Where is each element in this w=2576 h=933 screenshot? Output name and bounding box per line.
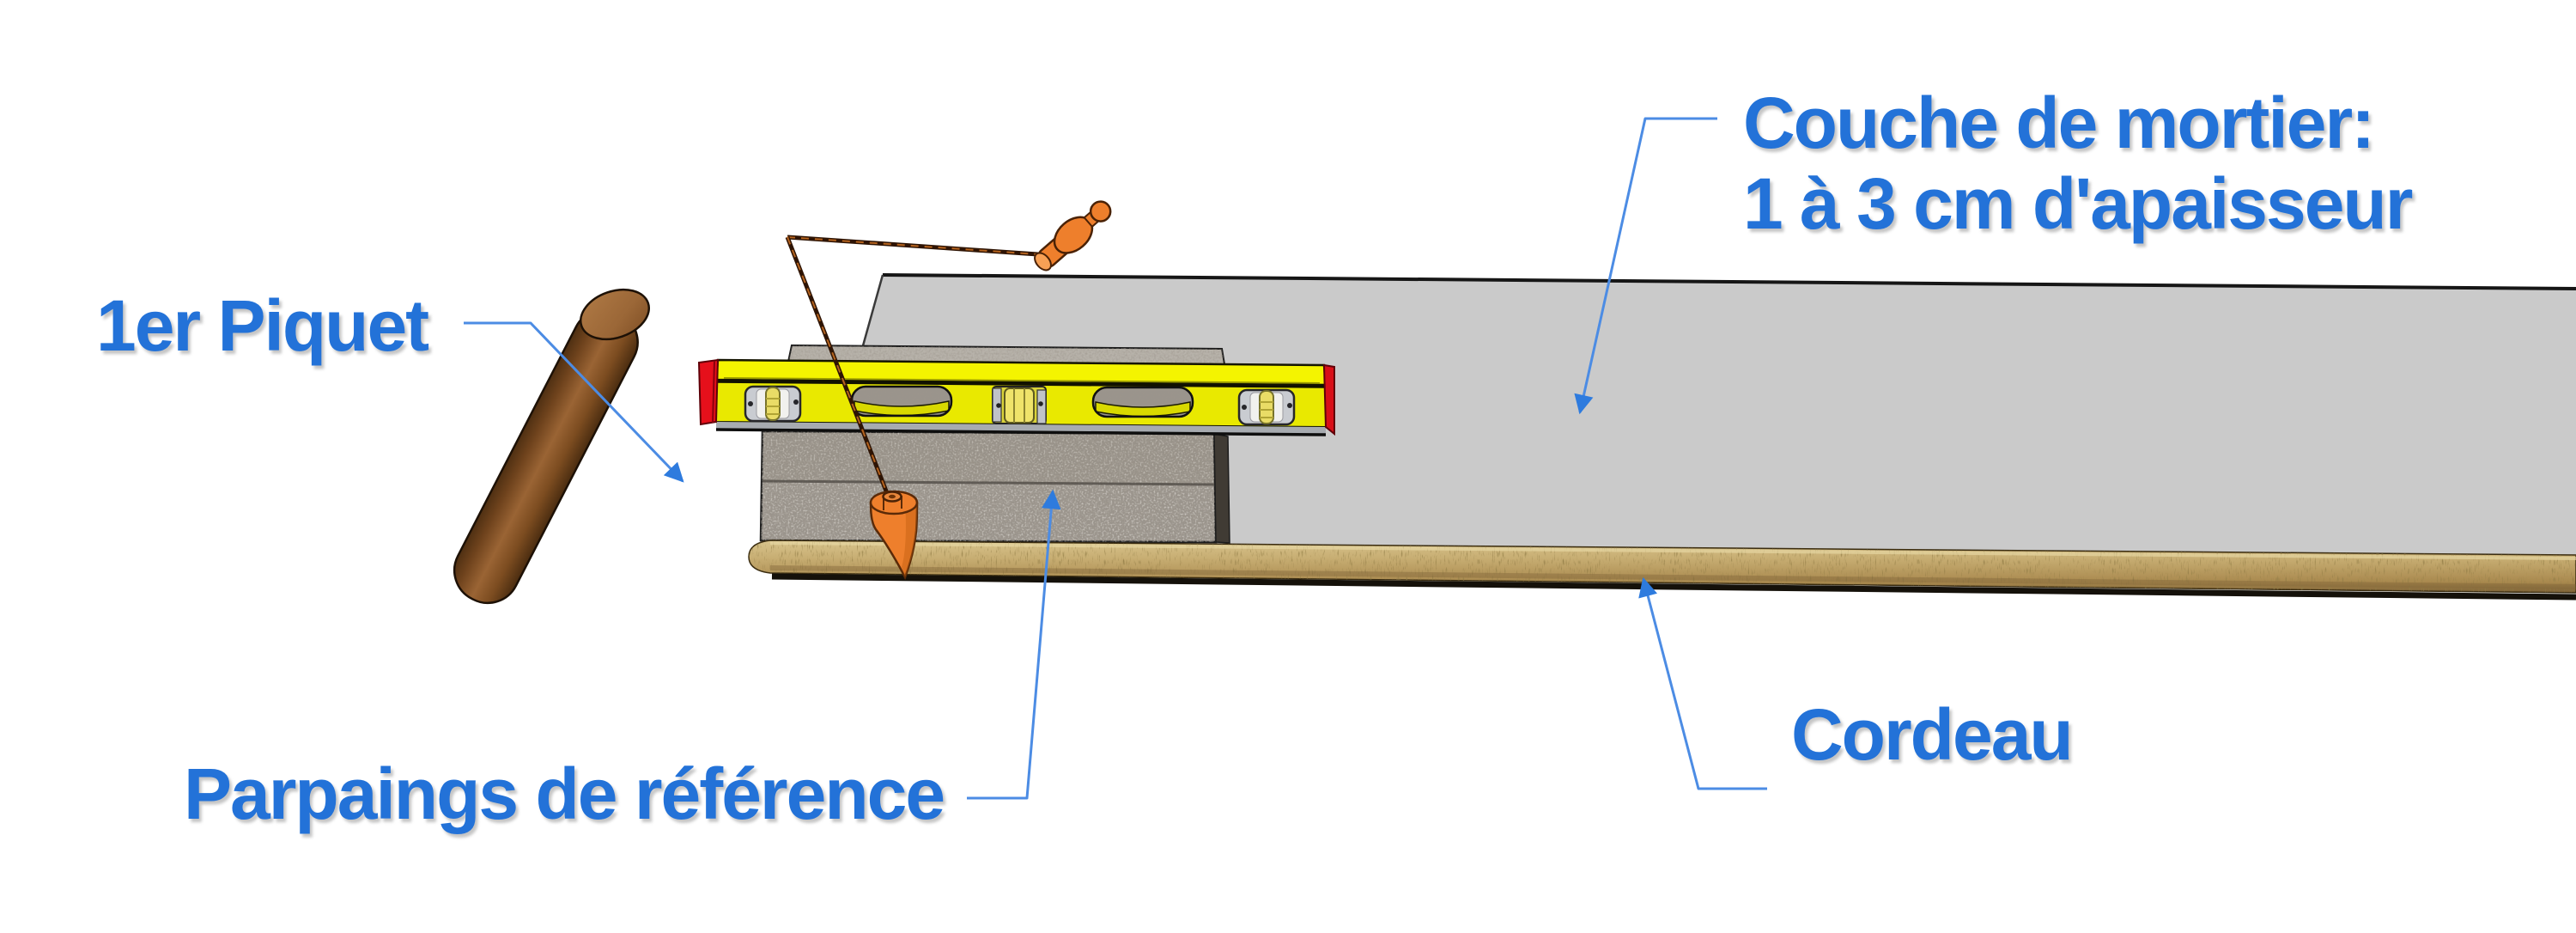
level-end-cap-right [1322,363,1335,436]
plumb-line-assembly [785,200,1112,581]
rope-shadow [771,573,2576,601]
plumb-bob [869,490,919,581]
leader-cordeau [1638,576,1767,790]
cordeau-rope [748,540,2576,601]
label-parpaings-reference: Parpaings de référence [184,753,945,834]
label-couche-mortier: Couche de mortier: 1 à 3 cm d'apaisseur [1743,82,2413,244]
block-right-side [1213,433,1230,544]
leader-piquet [464,321,684,483]
level-handle-slot-right [1093,387,1193,417]
leader-parpaings [967,489,1061,800]
leader-mortier [1574,117,1717,415]
level-vial-right [1237,388,1296,426]
label-couche-mortier-line1: Couche de mortier: [1743,82,2375,163]
label-1er-piquet: 1er Piquet [96,285,429,366]
line-winder-handle [1034,200,1112,271]
wooden-stake [453,288,651,605]
block-joint-line [762,479,1216,486]
level-handle-slot-left [852,387,951,416]
level-vial-center [992,386,1047,424]
stake-top-face [579,288,651,341]
level-bottom-rail [716,422,1326,434]
spirit-level [697,358,1335,436]
label-couche-mortier-line2: 1 à 3 cm d'apaisseur [1743,163,2413,244]
label-cordeau: Cordeau [1791,694,2074,775]
level-vial-left [744,385,802,423]
leader-lines [464,117,1767,800]
